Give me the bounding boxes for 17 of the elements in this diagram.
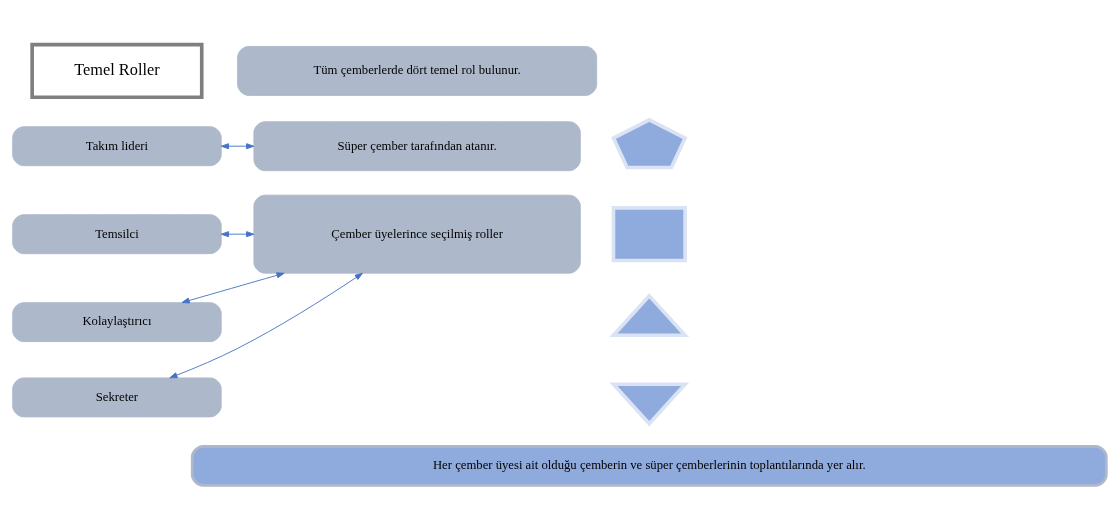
node-box: Her çember üyesi ait olduğu çemberin ve süper çemberlerinin toplantılarında yer alır.: [190, 445, 1108, 487]
node-box: Takım lideri: [12, 126, 222, 167]
node-invtriangle: [609, 382, 690, 427]
node-box: Temel Roller: [30, 42, 204, 100]
node-box: [611, 206, 687, 263]
node-triangle: [609, 293, 690, 338]
node-box: Süper çember tarafından atanır.: [253, 121, 581, 172]
node-pentagon: [611, 117, 688, 170]
arrow: [220, 231, 255, 238]
arrow: [220, 143, 255, 150]
node-box: Çember üyelerince seçilmiş roller: [253, 194, 581, 274]
node-box: Temsilci: [12, 214, 222, 255]
arrow: [169, 272, 363, 379]
node-box: Sekreter: [12, 377, 222, 418]
arrow: [181, 272, 285, 304]
node-box: Tüm çemberlerde dört temel rol bulunur.: [237, 46, 598, 96]
node-box: Kolaylaştırıcı: [12, 302, 222, 343]
